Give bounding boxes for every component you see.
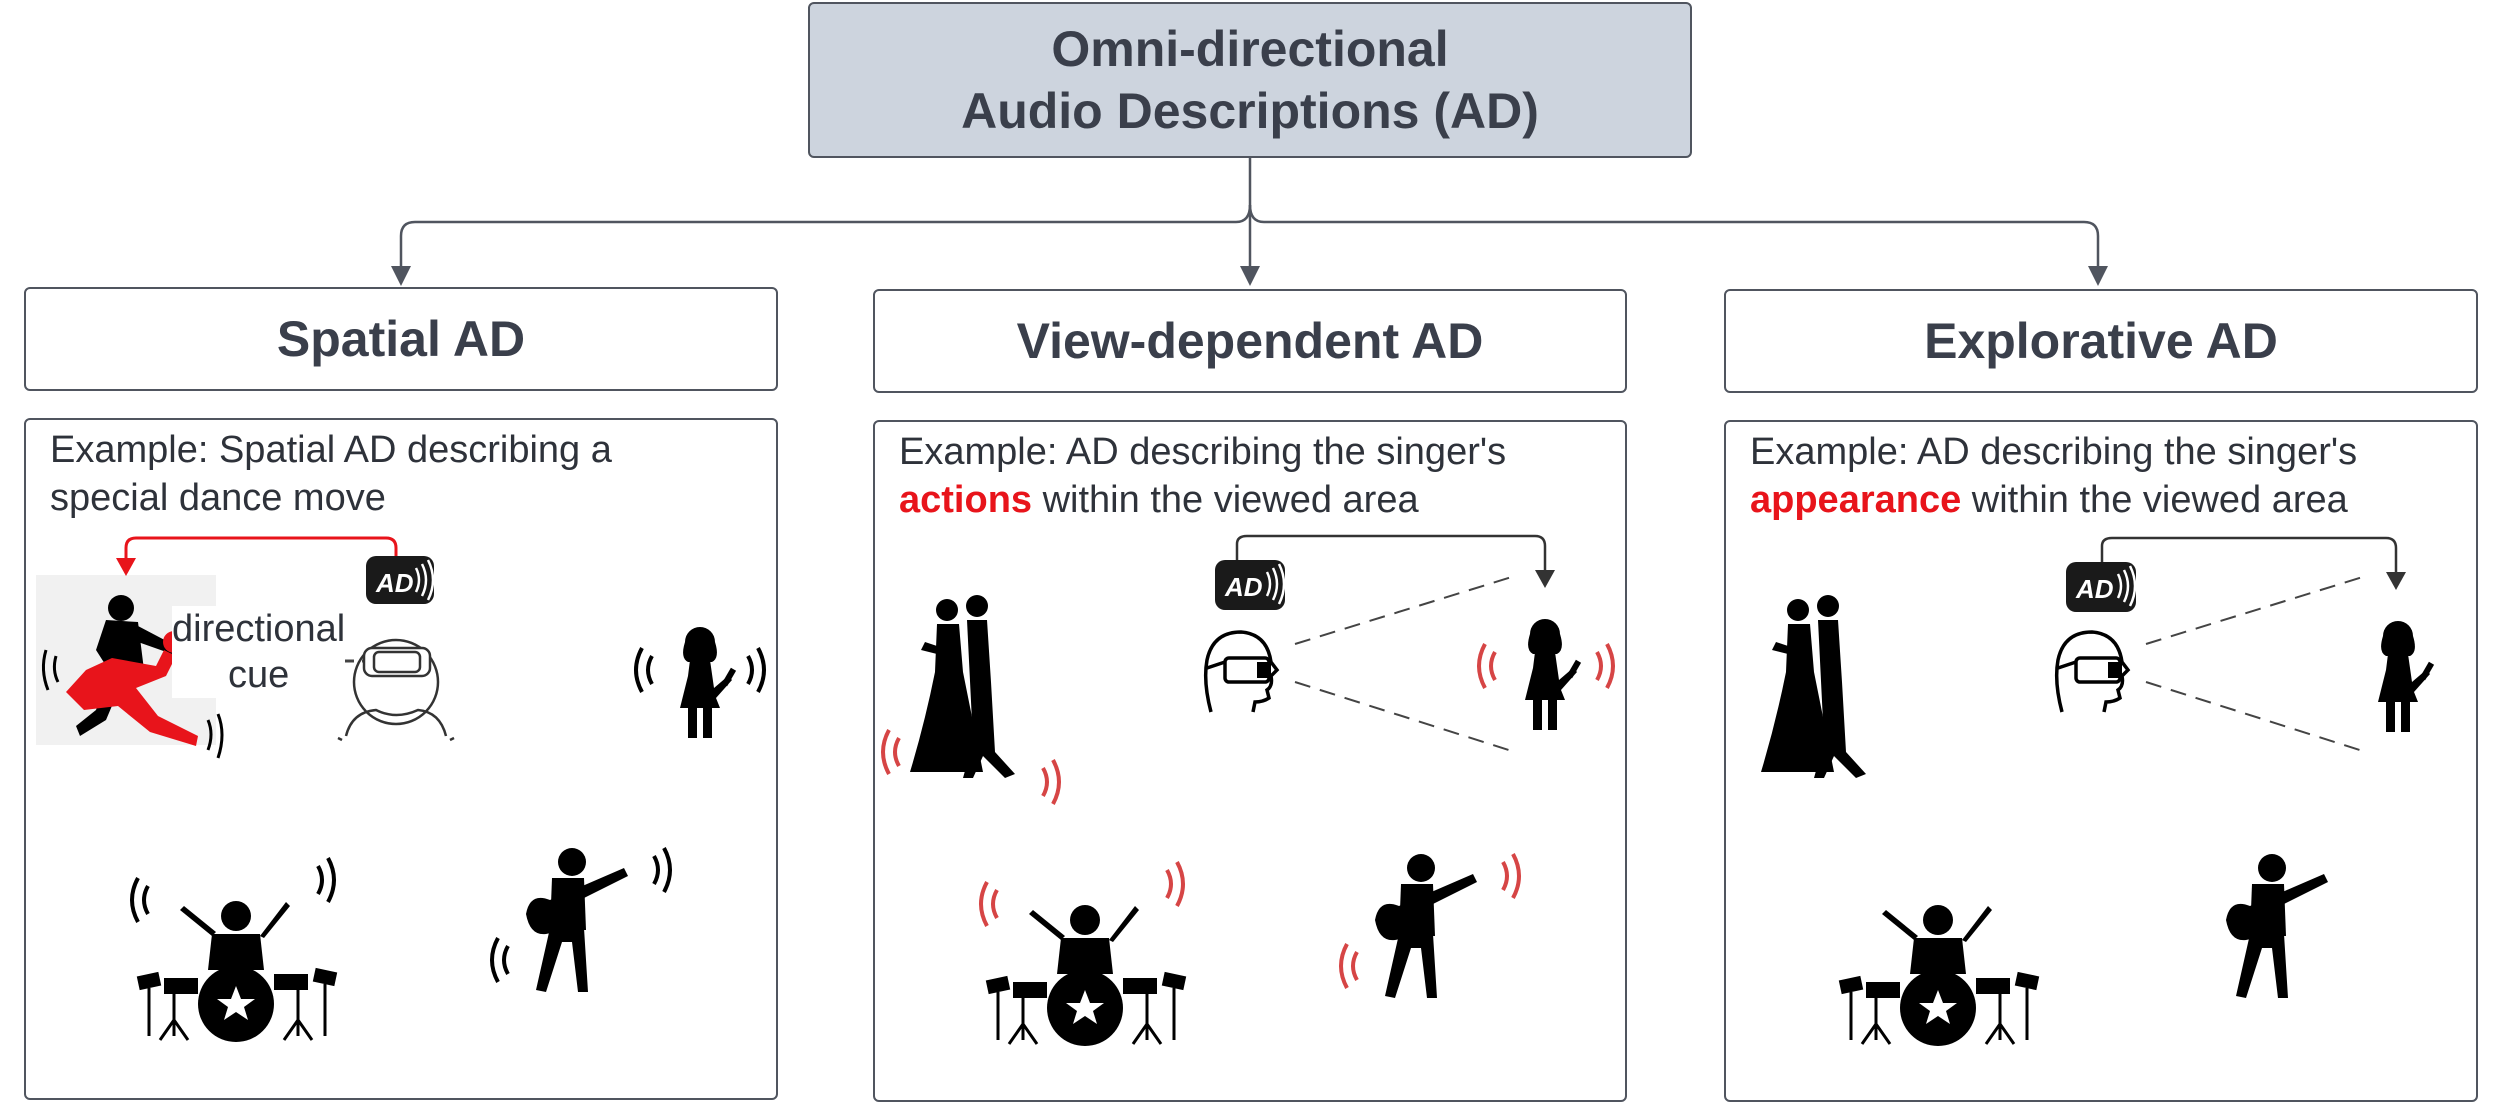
dancers-icon [881,595,1061,806]
view-dependent-ad-example-line2: actions within the viewed area [899,476,1506,524]
explorative-ad-highlight: appearance [1750,479,1962,521]
view-cone-top [1294,575,1516,645]
drummer-icon [130,856,339,1044]
root-title-line1: Omni-directional [1051,21,1449,77]
view-dependent-ad-panel: Example: AD describing the singer's acti… [873,420,1627,1102]
ad-pointer-line [2100,536,2398,574]
view-dependent-ad-header: View-dependent AD [873,289,1627,393]
view-dependent-ad-example-line2-rest: within the viewed area [1032,479,1419,521]
ad-pointer-line [1235,534,1547,572]
ad-pointer-head [2386,572,2406,590]
svg-text:AD: AD [375,568,414,598]
tango-dancers-icon [41,595,224,759]
view-cone-bottom [1294,681,1516,753]
explorative-ad-title: Explorative AD [1924,313,2278,369]
view-dependent-ad-illustration: AD [881,534,1615,1048]
singer-icon [1477,619,1615,730]
explorative-ad-example-line2-rest: within the viewed area [1961,479,2348,521]
singer-icon [634,627,766,738]
ad-badge-icon: AD [1215,560,1286,610]
drummer-icon [979,860,1188,1048]
svg-text:AD: AD [2075,574,2114,604]
explorative-ad-example: Example: AD describing the singer's appe… [1750,428,2357,524]
directional-cue-line1: directional [172,608,346,650]
ad-badge-icon: AD [366,556,435,604]
root-title-line2: Audio Descriptions (AD) [961,83,1539,139]
view-dependent-ad-example: Example: AD describing the singer's acti… [899,428,1506,524]
spatial-ad-example-line1: Example: Spatial AD describing a [50,429,612,471]
view-dependent-ad-title: View-dependent AD [1016,313,1484,369]
view-cone-bottom [2145,681,2367,753]
singer-icon [2378,621,2435,732]
vr-user-icon [337,638,455,742]
view-cone-top [2145,575,2367,645]
guitarist-icon [1339,852,1521,998]
directional-cue-line2: cue [227,654,290,696]
spatial-ad-panel: Example: Spatial AD describing a special… [24,418,778,1100]
dancers-icon [1761,595,1866,778]
explorative-ad-panel: Example: AD describing the singer's appe… [1724,420,2478,1102]
spatial-ad-header: Spatial AD [24,287,778,391]
drummer-icon [1837,903,2041,1048]
connector-lines [391,158,2108,286]
view-dependent-ad-highlight: actions [899,479,1033,521]
spatial-ad-illustration: AD [36,536,766,1044]
svg-text:AD: AD [1224,572,1263,602]
viewer-head-icon [2054,630,2130,714]
viewer-head-icon [1203,630,1279,714]
view-dependent-ad-example-line1: Example: AD describing the singer's [899,431,1507,473]
ad-badge-icon: AD [2066,562,2137,612]
guitarist-icon [2226,854,2328,998]
spatial-ad-example-line2: special dance move [50,477,386,519]
ad-pointer-head [1535,570,1555,588]
spatial-ad-example: Example: Spatial AD describing a special… [50,426,612,522]
root-node: Omni-directional Audio Descriptions (AD) [808,2,1692,158]
guitarist-icon [490,846,672,992]
directional-arrow [124,536,398,568]
explorative-ad-header: Explorative AD [1724,289,2478,393]
explorative-ad-example-line1: Example: AD describing the singer's [1750,431,2358,473]
explorative-ad-illustration: AD [1761,536,2435,1048]
directional-arrow-head [116,558,136,576]
spatial-ad-title: Spatial AD [276,311,526,367]
explorative-ad-example-line2: appearance within the viewed area [1750,476,2357,524]
directional-cue-label: directional cue [172,606,346,698]
